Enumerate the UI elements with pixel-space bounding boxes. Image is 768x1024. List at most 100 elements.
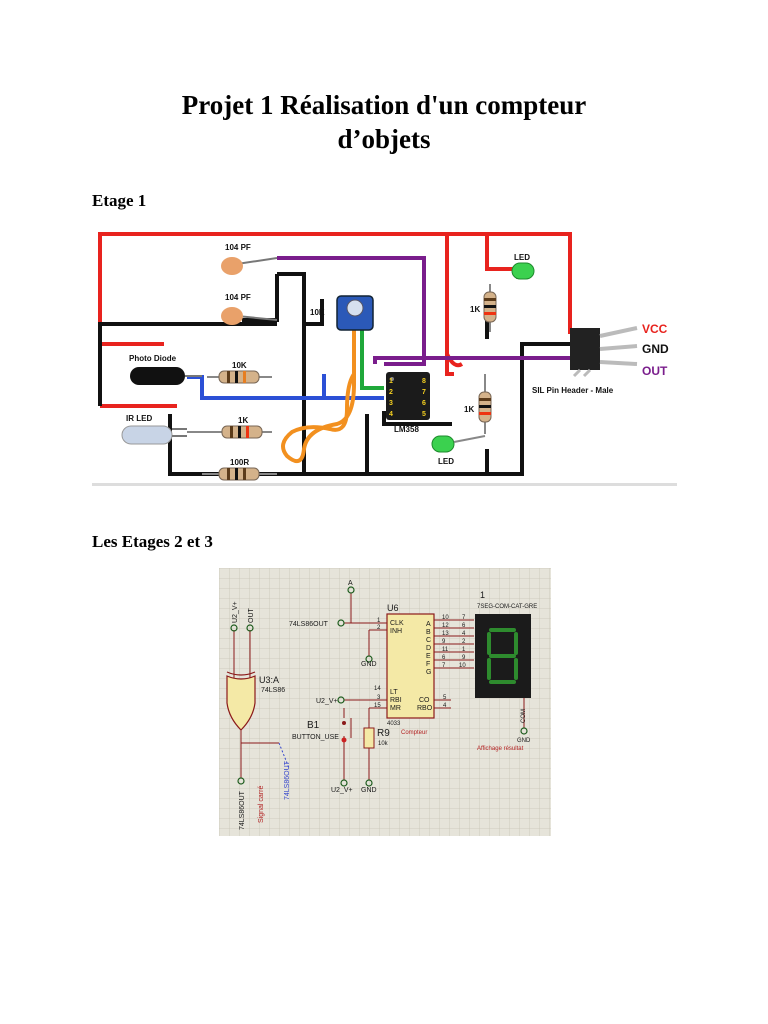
- pin-out-f: F: [426, 661, 430, 668]
- pin-num-r2: 4: [462, 631, 466, 637]
- orange-wire: [281, 329, 356, 464]
- purple-wires: [277, 256, 570, 366]
- ic-pin-1: 1: [389, 378, 393, 385]
- label-u6: U6: [387, 603, 399, 613]
- resistor-1k-top: [483, 284, 497, 332]
- pin-out-e: E: [426, 653, 431, 660]
- pin-num-r5: 9: [462, 655, 466, 661]
- figure-etages-2-3-schematic: U2_V+ OUT U3:A 74LS86 74LS86OUT Signal c…: [219, 568, 551, 836]
- capacitor-1: [221, 257, 278, 275]
- label-vcc: VCC: [642, 322, 668, 336]
- label-chip-4033: 4033: [387, 721, 401, 727]
- label-resistor-100r: 100R: [230, 458, 249, 467]
- label-resistor-1k-top: 1K: [470, 305, 480, 314]
- capacitor-2: [221, 307, 278, 325]
- pin-num-r3: 2: [462, 639, 466, 645]
- label-out: OUT: [642, 364, 668, 378]
- label-xor-u2v: U2_V+: [232, 601, 239, 623]
- label-r9: R9: [377, 728, 390, 739]
- net-arrow: [278, 742, 290, 769]
- ic-pin-3: 3: [389, 400, 393, 407]
- led-top: [511, 262, 535, 280]
- pin-out-a: A: [426, 621, 431, 628]
- pin-num-r4: 1: [462, 647, 466, 653]
- label-u3a: U3:A: [259, 675, 279, 685]
- resistor-r9: [363, 727, 375, 749]
- pin-header: [570, 326, 638, 378]
- label-com: COM: [521, 709, 527, 723]
- pin-co: CO: [419, 697, 430, 704]
- label-clk-input: 74LS86OUT: [289, 621, 329, 628]
- pin-num-r6: 10: [459, 663, 466, 669]
- label-gnd: GND: [642, 342, 669, 356]
- label-gnd-left: GND: [361, 661, 377, 668]
- pin-num-r0: 7: [462, 615, 466, 621]
- label-display-part: 7SEG-COM-CAT-GRE: [477, 604, 537, 610]
- potentiometer-10k: [336, 295, 374, 331]
- label-led-top: LED: [514, 253, 530, 262]
- page-title: Projet 1 Réalisation d'un compteur d’obj…: [0, 88, 768, 156]
- label-irled: IR LED: [126, 414, 152, 423]
- label-net-arrow: 74LS86OUT: [284, 760, 291, 800]
- pin-rbo: RBO: [417, 705, 433, 712]
- pin-out-d: D: [426, 645, 431, 652]
- label-xor-out-net: 74LS86OUT: [239, 790, 246, 830]
- label-resistor-1k-right: 1K: [464, 405, 474, 414]
- pin-num-l0: 10: [442, 615, 449, 621]
- red-wires: [98, 232, 572, 408]
- label-resistor-10k: 10K: [232, 361, 247, 370]
- ic-pin-6: 6: [422, 400, 426, 407]
- ic-pin-2: 2: [389, 389, 393, 396]
- ic-pin-8: 8: [422, 378, 426, 385]
- ir-led: [121, 425, 187, 445]
- label-a: A: [348, 580, 353, 587]
- label-photodiode: Photo Diode: [129, 354, 177, 363]
- schematic-wires: [233, 593, 525, 780]
- pin-out-g: G: [426, 669, 431, 676]
- seven-segment-display: [475, 614, 531, 698]
- title-line-1: Projet 1 Réalisation d'un compteur: [181, 90, 587, 120]
- label-resistor-1k: 1K: [238, 416, 248, 425]
- label-potentiometer: 10K: [310, 308, 325, 317]
- pin-num-2: 2: [377, 625, 381, 631]
- schematic-terminals: [230, 586, 528, 787]
- label-signal: Signal carré: [258, 786, 265, 823]
- pin-num-l6: 7: [442, 663, 446, 669]
- label-capacitor1: 104 PF: [225, 243, 251, 252]
- button-b1: [341, 718, 352, 743]
- label-led-bottom: LED: [438, 457, 454, 466]
- label-capacitor2: 104 PF: [225, 293, 251, 302]
- pin-num-14: 14: [374, 686, 381, 692]
- pin-inh: INH: [390, 628, 402, 635]
- title-line-2: d’objets: [337, 124, 431, 154]
- ic-lm358: [386, 372, 430, 420]
- section-heading-etages-2-3: Les Etages 2 et 3: [92, 532, 213, 551]
- pin-num-1: 1: [377, 618, 381, 624]
- photodiode: [130, 367, 202, 385]
- chip-4033: [386, 613, 435, 719]
- section-heading-etage1: Etage 1: [92, 191, 147, 210]
- label-ic: LM358: [394, 425, 419, 434]
- label-u2v-bottom: U2_V+: [331, 787, 353, 794]
- pin-num-l1: 12: [442, 623, 449, 629]
- pin-num-3: 3: [377, 695, 381, 701]
- pin-num-5: 5: [443, 695, 447, 701]
- green-wires: [360, 329, 384, 390]
- pin-num-l5: 6: [442, 655, 446, 661]
- ic-pin-5: 5: [422, 411, 426, 418]
- pin-lt: LT: [390, 689, 398, 696]
- xor-gate-u3a: [226, 671, 256, 731]
- led-bottom: [431, 435, 486, 453]
- label-b1: B1: [307, 720, 320, 731]
- label-compteur: Compteur: [401, 730, 427, 736]
- label-74ls86: 74LS86: [261, 687, 285, 694]
- label-button: BUTTON_USE: [292, 734, 339, 741]
- resistor-100r: [202, 467, 277, 481]
- label-u2v-rbi: U2_V+: [316, 698, 338, 705]
- label-xor-out: OUT: [248, 608, 255, 624]
- pin-num-l4: 11: [442, 647, 449, 653]
- pin-num-l2: 13: [442, 631, 449, 637]
- label-display-number: 1: [480, 590, 485, 600]
- label-gnd-display: GND: [517, 738, 531, 744]
- resistor-1k-right: [478, 374, 492, 434]
